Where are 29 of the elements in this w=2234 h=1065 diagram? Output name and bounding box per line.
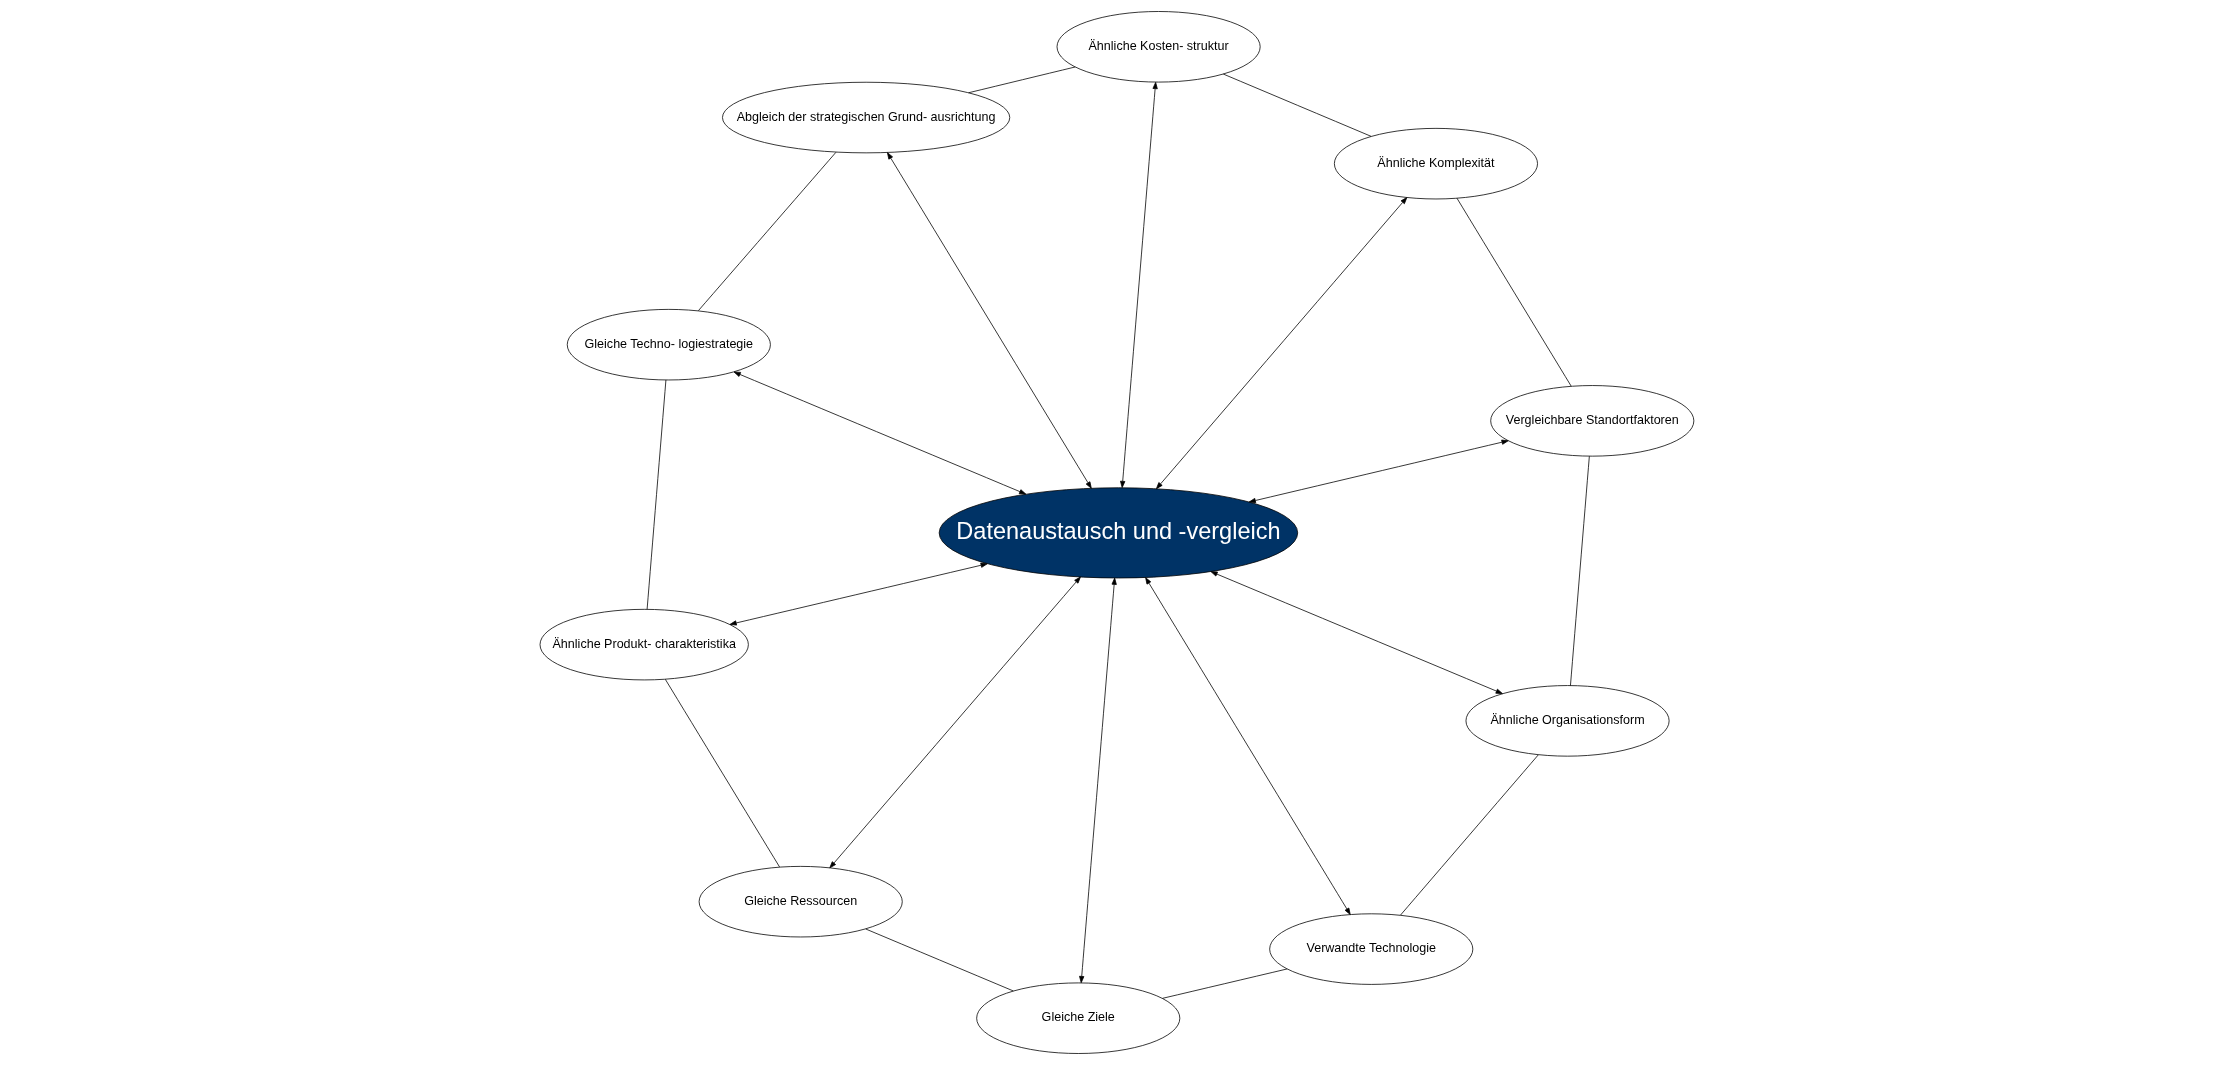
connector	[1223, 73, 1372, 137]
connector	[1570, 455, 1590, 686]
connector	[664, 678, 780, 868]
connector	[1162, 968, 1288, 999]
node-ellipse: Gleiche Ressourcen	[698, 866, 903, 938]
node-ellipse: Ähnliche Kosten- struktur	[1056, 11, 1261, 83]
connector	[697, 151, 837, 312]
connector	[968, 66, 1076, 94]
connector	[1400, 754, 1539, 916]
node-ellipse: Ähnliche Produkt- charakteristika	[539, 608, 749, 681]
arrow	[729, 562, 988, 626]
node-ellipse: Ähnliche Komplexität	[1333, 128, 1538, 200]
arrow	[1210, 571, 1503, 694]
arrow	[1145, 577, 1351, 915]
node-ellipse: Abgleich der strategischen Grund- ausrichtung	[722, 81, 1011, 154]
arrow	[1120, 82, 1158, 488]
node-ellipse: Vergleichbare Standortfaktoren	[1490, 385, 1695, 457]
arrow	[829, 576, 1081, 869]
connector	[646, 379, 667, 610]
arrow	[1079, 577, 1117, 984]
connector	[1456, 197, 1572, 387]
arrow	[1248, 439, 1509, 504]
connector	[865, 928, 1014, 992]
arrow	[733, 371, 1027, 495]
node-ellipse: Gleiche Ziele	[976, 982, 1181, 1054]
node-ellipse: Verwandte Technologie	[1269, 913, 1474, 985]
arrow	[887, 152, 1092, 489]
arrow	[1156, 197, 1408, 490]
node-ellipse: Gleiche Techno- logiestrategie	[566, 309, 771, 381]
